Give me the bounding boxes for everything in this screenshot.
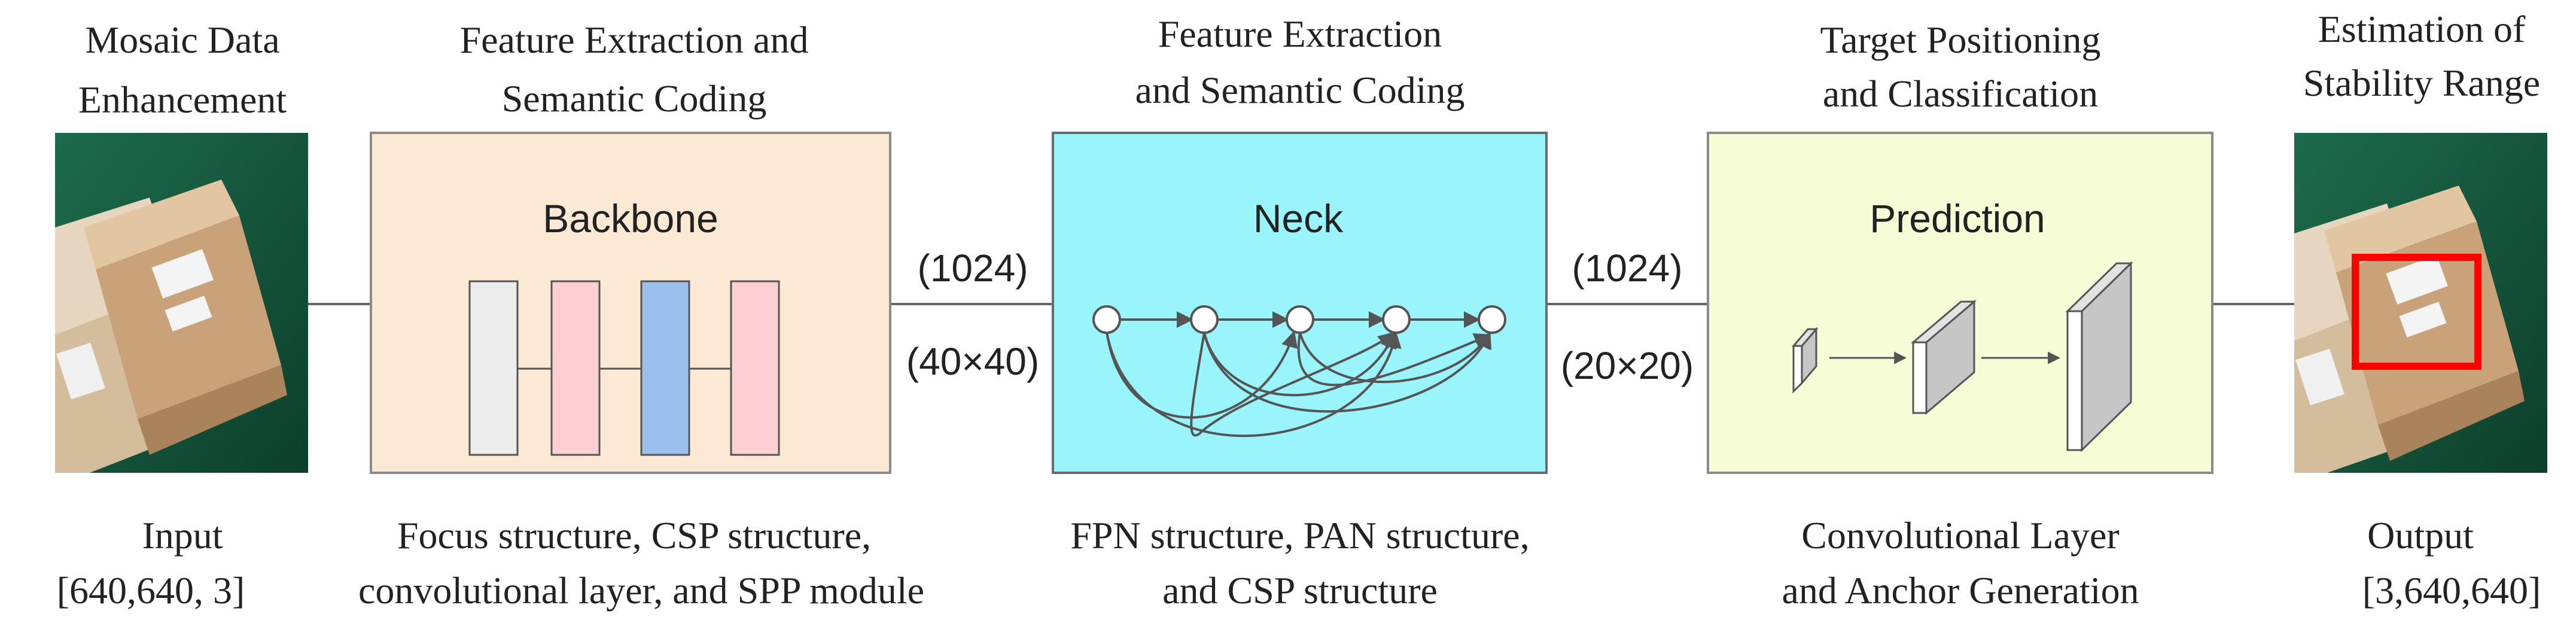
neck-heading-line2: and Semantic Coding — [1135, 69, 1464, 111]
link1-size-label: (40×40) — [906, 340, 1039, 383]
neck-skip-edge — [1106, 330, 1298, 419]
backbone-caption-line2: convolutional layer, and SPP module — [358, 569, 924, 612]
backbone-label: Backbone — [543, 196, 718, 241]
backbone-block-2 — [550, 280, 601, 456]
prediction-section: Target Positioning and Classification Pr… — [1707, 19, 2213, 612]
link1-channels-label: (1024) — [918, 247, 1028, 290]
neck-caption-line1: FPN structure, PAN structure, — [1070, 514, 1529, 557]
output-caption-line2: [3,640,640] — [2362, 569, 2541, 612]
prediction-caption-line1: Convolutional Layer — [1801, 514, 2119, 557]
input-heading-line2: Enhancement — [78, 78, 287, 121]
feature-map-medium — [1910, 299, 1977, 415]
backbone-caption-line1: Focus structure, CSP structure, — [397, 514, 871, 557]
link1-labels: (1024) (40×40) — [906, 247, 1039, 383]
prediction-heading-line1: Target Positioning — [1820, 19, 2101, 61]
backbone-heading-line2: Semantic Coding — [502, 77, 767, 120]
input-heading-line1: Mosaic Data — [85, 19, 279, 61]
stability-range-box — [2352, 254, 2481, 370]
prediction-label: Prediction — [1869, 196, 2045, 241]
input-photo — [55, 133, 308, 473]
neck-skip-edge — [1203, 331, 1492, 413]
backbone-box — [370, 132, 891, 474]
prediction-caption-line2: and Anchor Generation — [1782, 569, 2139, 612]
neck-caption-line2: and CSP structure — [1162, 569, 1438, 612]
backbone-block-3 — [640, 280, 690, 456]
link2-labels: (1024) (20×20) — [1561, 247, 1694, 387]
neck-graph — [1106, 311, 1492, 437]
backbone-section: Feature Extraction and Semantic Coding B… — [358, 19, 924, 612]
neck-node — [1382, 305, 1411, 334]
input-section: Mosaic Data Enhancement Input [640,640, … — [55, 19, 308, 612]
output-section: Estimation of Stability Range Output [3,… — [2294, 8, 2547, 612]
neck-node — [1092, 305, 1121, 334]
neck-box — [1052, 132, 1548, 474]
link2-channels-label: (1024) — [1572, 247, 1683, 290]
link2-size-label: (20×20) — [1561, 344, 1694, 387]
output-heading-line1: Estimation of — [2318, 8, 2526, 50]
neck-skip-edge — [1297, 332, 1491, 387]
neck-section: Feature Extraction and Semantic Coding N… — [1052, 13, 1548, 612]
neck-skip-edge — [1299, 331, 1491, 384]
neck-skip-edge — [1190, 332, 1396, 437]
output-caption-line1: Output — [2367, 514, 2474, 557]
input-caption-line1: Input — [142, 514, 223, 557]
feature-map-small — [1791, 326, 1819, 394]
input-caption-line2: [640,640, 3] — [57, 569, 245, 612]
neck-node — [1190, 305, 1219, 334]
prediction-feature-maps — [1791, 261, 2133, 452]
backbone-heading-line1: Feature Extraction and — [460, 19, 809, 61]
neck-node — [1478, 305, 1506, 334]
neck-node — [1286, 305, 1314, 334]
neck-nodes — [1092, 305, 1506, 334]
neck-label: Neck — [1253, 196, 1344, 241]
prediction-heading-line2: and Classification — [1823, 72, 2098, 115]
neck-skip-edge — [1203, 331, 1397, 397]
feature-map-large — [2065, 261, 2133, 452]
backbone-block-4 — [730, 280, 780, 456]
output-heading-line2: Stability Range — [2303, 62, 2540, 104]
output-photo — [2294, 133, 2547, 473]
backbone-block-1 — [468, 280, 519, 456]
neck-heading-line1: Feature Extraction — [1158, 13, 1442, 55]
